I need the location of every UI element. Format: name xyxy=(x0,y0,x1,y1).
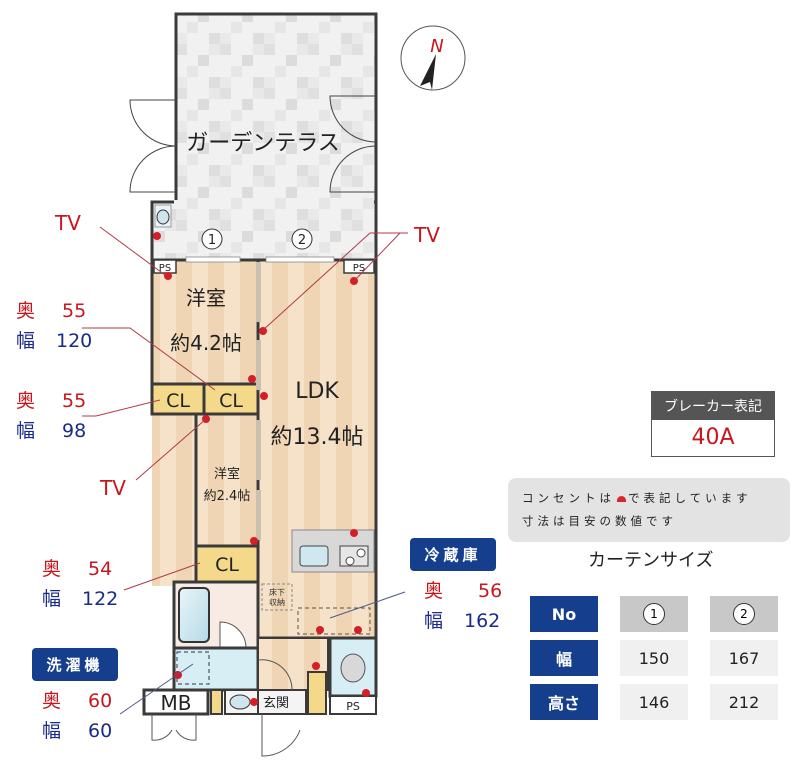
underfloor-storage xyxy=(261,583,293,611)
garden-terrace xyxy=(129,12,378,262)
ps-box-right: PS xyxy=(343,259,375,274)
ps-box-left: PS xyxy=(153,259,177,274)
svg-text:2: 2 xyxy=(298,233,306,248)
window-marker-2: 2 xyxy=(291,228,313,250)
svg-text:1: 1 xyxy=(208,233,216,248)
header-height: 高さ xyxy=(530,684,598,720)
curtain-table: No 1 2 幅 150 167 高さ 146 212 xyxy=(530,596,778,720)
svg-text:収納: 収納 xyxy=(269,597,285,607)
tv-label-1: TV xyxy=(55,211,81,235)
svg-text:MB: MB xyxy=(161,691,192,715)
breaker-title: ブレーカー表記 xyxy=(652,392,774,420)
svg-text:床下: 床下 xyxy=(269,587,285,597)
room-western-2-name: 洋室 xyxy=(214,466,240,482)
washer-space xyxy=(176,651,210,685)
col-no-2: 2 xyxy=(710,596,778,632)
compass: N xyxy=(400,25,466,91)
kitchen-counter xyxy=(291,529,375,573)
tv-label-2: TV xyxy=(414,223,440,247)
compass-north-label: N xyxy=(430,36,443,57)
room-western-2-size: 約2.4帖 xyxy=(204,489,251,504)
svg-text:PS: PS xyxy=(353,263,365,274)
room-western-2 xyxy=(194,412,260,548)
leader-lines xyxy=(82,226,408,591)
breaker-value: 40A xyxy=(691,425,735,450)
washer-badge: 洗濯機 xyxy=(32,648,118,681)
bathtub xyxy=(178,587,210,643)
toilet-room xyxy=(328,636,378,698)
legend-note: コンセントはで表記しています 寸法は目安の数値です xyxy=(508,478,790,542)
outlet-symbol-icon xyxy=(617,495,626,502)
room-ldk xyxy=(256,258,378,640)
fridge-badge: 冷蔵庫 xyxy=(410,538,496,571)
closet-3-label: CL xyxy=(215,554,239,576)
header-width: 幅 xyxy=(530,640,598,676)
ldk-name: LDK xyxy=(295,379,339,404)
ldk-size: 約13.4帖 xyxy=(271,425,364,450)
ps-box-bottom: PS xyxy=(329,695,377,715)
compass-arrow-icon xyxy=(420,54,436,90)
col-no-1: 1 xyxy=(620,596,688,632)
fridge-space xyxy=(297,607,371,635)
room-western-1 xyxy=(150,258,260,386)
height-1: 146 xyxy=(620,684,688,720)
room-western-1-size: 約4.2帖 xyxy=(170,331,242,355)
width-1: 150 xyxy=(620,640,688,676)
svg-text:PS: PS xyxy=(346,700,360,713)
svg-text:PS: PS xyxy=(159,263,171,274)
curtain-title: カーテンサイズ xyxy=(588,550,714,571)
closet-1 xyxy=(150,382,206,416)
room-western-1-name: 洋室 xyxy=(186,286,226,310)
header-no: No xyxy=(530,596,598,632)
closet-1-label: CL xyxy=(166,390,190,412)
garden-terrace-label: ガーデンテラス xyxy=(186,131,340,156)
window-marker-1: 1 xyxy=(201,228,223,250)
width-2: 167 xyxy=(710,640,778,676)
closet-2-label: CL xyxy=(219,390,243,412)
tv-label-3: TV xyxy=(100,476,126,500)
height-2: 212 xyxy=(710,684,778,720)
svg-text:玄関: 玄関 xyxy=(263,696,289,711)
entrance: 玄関 xyxy=(257,689,307,715)
mb-box: MB xyxy=(142,688,210,716)
breaker-box: ブレーカー表記 40A xyxy=(651,391,775,457)
